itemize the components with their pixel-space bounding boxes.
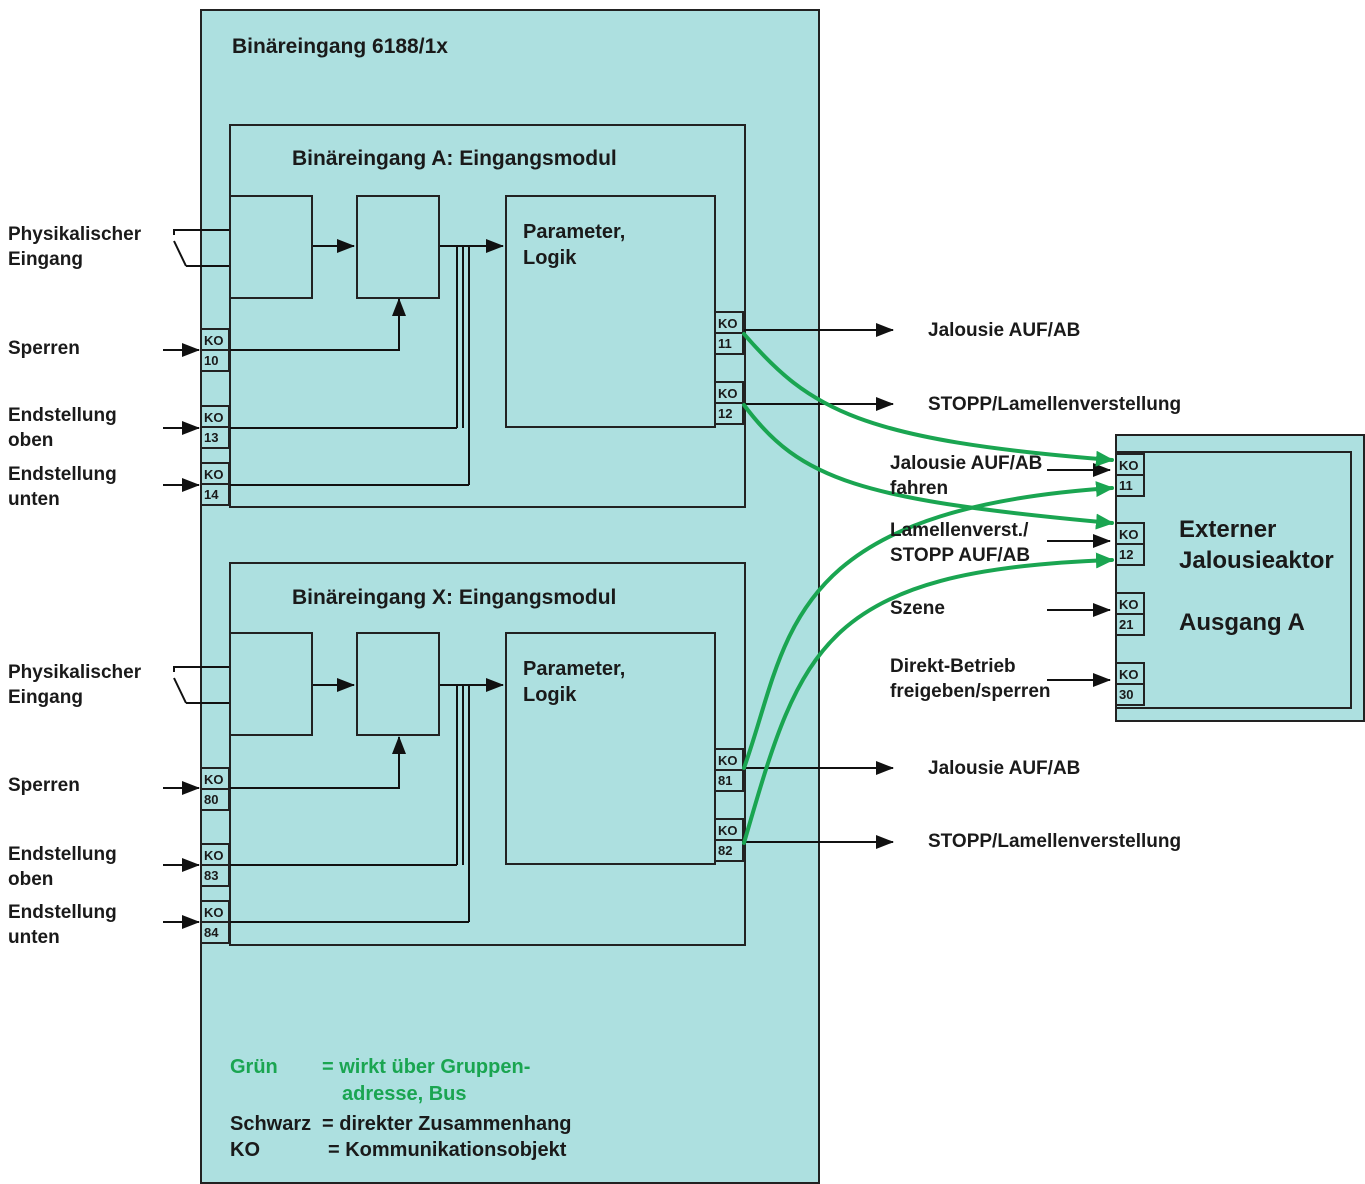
legend-green-text-1: = wirkt über Gruppen-	[322, 1056, 531, 1078]
device-title: Binäreingang 6188/1x	[232, 35, 448, 58]
bus-link-x82-to-act12	[742, 552, 1114, 845]
label-lock-x: Sperren	[8, 775, 80, 796]
label-act-12-1: Lamellenverst./	[890, 520, 1029, 541]
module-x-frame	[229, 562, 746, 946]
module-x-contact-block	[229, 632, 313, 736]
switch-symbol-a	[173, 229, 229, 267]
bus-link-a11-to-act11	[742, 332, 1114, 467]
label-endpos-bottom-a-1: Endstellung	[8, 464, 117, 485]
bus-link-a12-to-act12	[742, 403, 1114, 530]
label-out-x-81: Jalousie AUF/AB	[928, 758, 1081, 779]
legend-black-key: Schwarz	[230, 1113, 312, 1135]
legend-black-text: = direkter Zusammenhang	[322, 1113, 572, 1135]
module-x-filter-block	[356, 632, 440, 736]
lock-x	[230, 736, 406, 789]
actuator-title-3: Ausgang A	[1179, 609, 1305, 636]
label-out-x-82: STOPP/Lamellenverstellung	[928, 831, 1182, 852]
actuator-title-2: Jalousieaktor	[1179, 547, 1334, 574]
actuator-title-1: Externer	[1179, 516, 1277, 543]
label-endpos-bottom-x-1: Endstellung	[8, 902, 117, 923]
label-out-a-12: STOPP/Lamellenverstellung	[928, 394, 1182, 415]
label-endpos-top-a-2: oben	[8, 430, 54, 451]
label-act-11-1: Jalousie AUF/AB	[890, 453, 1043, 474]
lock-a	[230, 298, 406, 351]
label-lock-a: Sperren	[8, 338, 80, 359]
actuator-frame	[1115, 434, 1365, 722]
legend-ko-key: KO	[230, 1139, 260, 1161]
label-endpos-top-x-1: Endstellung	[8, 844, 117, 865]
module-a-frame	[229, 124, 746, 508]
actuator-inner	[1115, 451, 1352, 709]
label-endpos-top-a-1: Endstellung	[8, 405, 117, 426]
module-a-logic-label-1: Parameter,	[523, 221, 626, 243]
label-physical-input-x-1: Physikalischer	[8, 662, 142, 683]
label-physical-input-a-2: Eingang	[8, 249, 83, 270]
legend-green-key: Grün	[230, 1056, 278, 1078]
module-x-title: Binäreingang X: Eingangsmodul	[292, 586, 617, 609]
bus-link-x81-to-act11	[742, 481, 1114, 770]
legend-green-text-2: adresse, Bus	[342, 1083, 467, 1105]
module-a-logic-label-2: Logik	[523, 247, 577, 269]
switch-symbol-x	[173, 666, 229, 704]
label-act-30-1: Direkt-Betrieb	[890, 656, 1016, 677]
label-act-12-2: STOPP AUF/AB	[890, 545, 1031, 566]
label-endpos-bottom-a-2: unten	[8, 489, 60, 510]
module-a-contact-block	[229, 195, 313, 299]
legend-ko-text: = Kommunikationsobjekt	[328, 1139, 567, 1161]
label-endpos-bottom-x-2: unten	[8, 927, 60, 948]
label-physical-input-x-2: Eingang	[8, 687, 83, 708]
label-act-30-2: freigeben/sperren	[890, 681, 1051, 702]
label-physical-input-a-1: Physikalischer	[8, 224, 142, 245]
module-x-logic-label-1: Parameter,	[523, 658, 626, 680]
module-a-title: Binäreingang A: Eingangsmodul	[292, 147, 617, 170]
label-endpos-top-x-2: oben	[8, 869, 54, 890]
label-act-21: Szene	[890, 598, 945, 619]
module-x-logic-label-2: Logik	[523, 684, 577, 706]
label-out-a-11: Jalousie AUF/AB	[928, 320, 1081, 341]
label-act-11-2: fahren	[890, 478, 949, 499]
